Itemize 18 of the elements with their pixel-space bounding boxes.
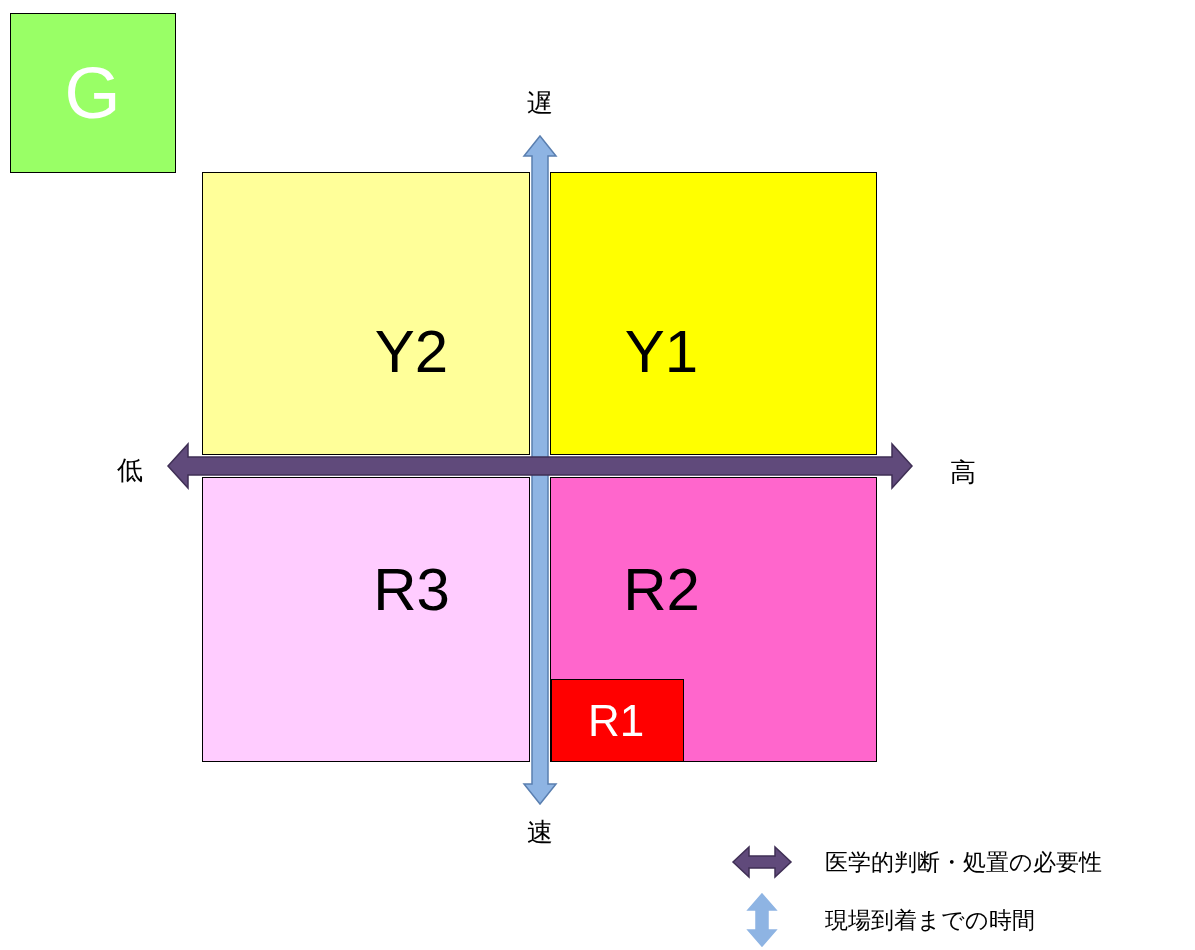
category-box <box>10 13 176 173</box>
axis-label: 高 <box>950 459 976 485</box>
quadrant-box <box>202 477 530 762</box>
axis-label: 遅 <box>527 90 553 116</box>
zone-label: R1 <box>587 699 645 743</box>
zone-label: R2 <box>623 559 700 620</box>
urgent-box <box>550 678 684 762</box>
zone-label: Y2 <box>374 321 449 382</box>
legend-label: 医学的判断・処置の必要性 <box>825 850 1102 874</box>
axis-label: 低 <box>117 457 143 483</box>
zone-label: Y1 <box>624 321 699 382</box>
quadrant-box <box>550 172 877 455</box>
category-label: G <box>64 56 121 129</box>
quadrant-box <box>202 172 530 455</box>
axis-label: 速 <box>527 819 553 845</box>
quadrant-box <box>550 477 877 762</box>
zone-label: R3 <box>373 559 450 620</box>
legend-label: 現場到着までの時間 <box>825 908 1035 932</box>
